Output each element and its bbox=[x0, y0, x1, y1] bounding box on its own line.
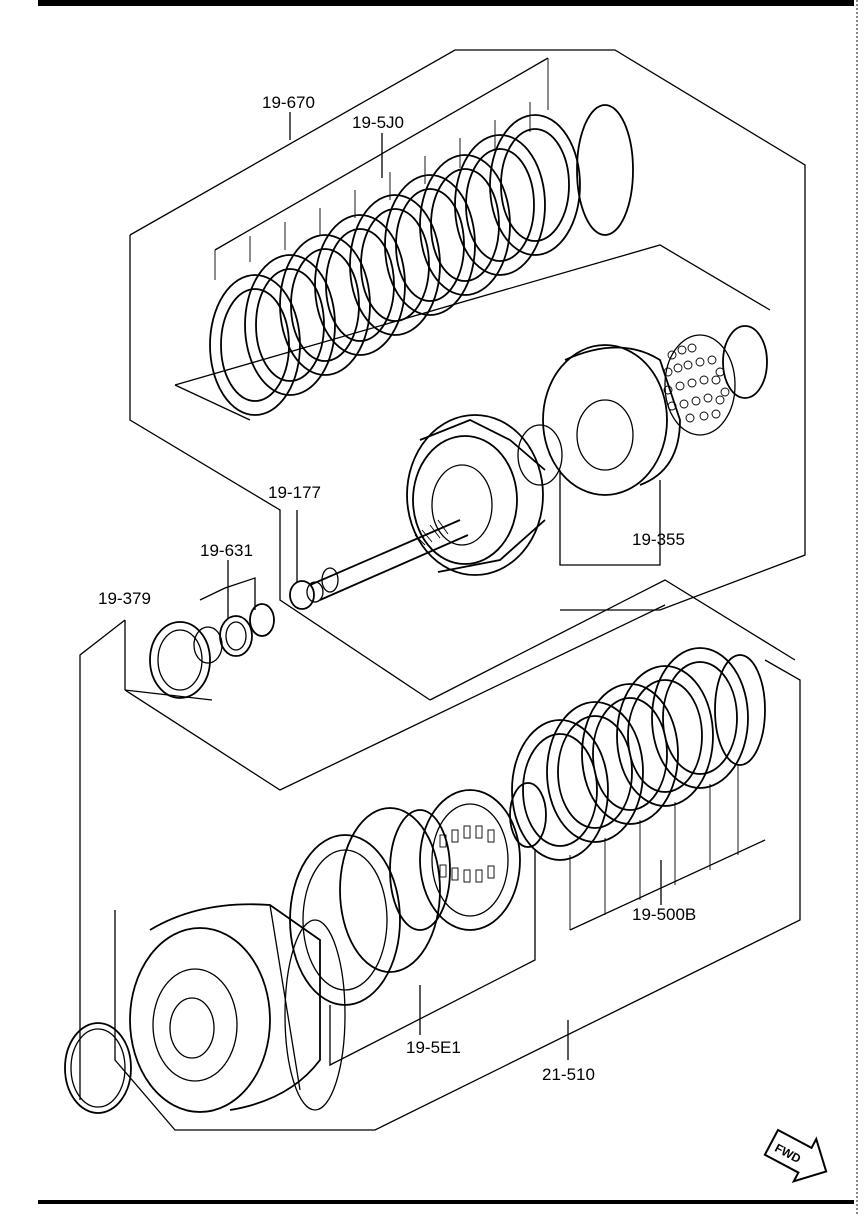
bottom-border bbox=[38, 1200, 854, 1204]
group-outline-19-670 bbox=[129, 49, 806, 611]
label-19-355: 19-355 bbox=[632, 530, 685, 549]
fwd-arrow-icon: FWD bbox=[763, 1128, 828, 1184]
bracket-19-631 bbox=[199, 577, 256, 610]
piston-assembly bbox=[542, 325, 768, 496]
stack-base-line bbox=[569, 839, 766, 931]
small-parts bbox=[124, 510, 315, 701]
plate-19-379 bbox=[149, 621, 211, 699]
ring-19-177 bbox=[289, 580, 315, 610]
lower-clutch-group bbox=[64, 619, 801, 1131]
spring-retainer bbox=[419, 782, 547, 931]
label-19-670: 19-670 bbox=[262, 93, 315, 112]
clutch-drum-shaft bbox=[306, 414, 563, 603]
snap-ring bbox=[64, 1022, 132, 1114]
mid-outline bbox=[124, 604, 666, 791]
group-outline-inner bbox=[174, 244, 771, 386]
label-21-510: 21-510 bbox=[542, 1065, 595, 1084]
lower-disc-stack bbox=[511, 647, 766, 931]
piston-rings bbox=[289, 807, 451, 1006]
top-border bbox=[38, 0, 854, 6]
group-outline-left bbox=[129, 235, 431, 701]
group-outline-inner-b bbox=[174, 384, 251, 421]
lower-group-outline-top bbox=[429, 579, 796, 701]
bracket-19-355 bbox=[559, 470, 661, 566]
group-outline-21-510 bbox=[114, 659, 801, 1131]
bracket-19-5e1 bbox=[329, 850, 536, 1067]
label-19-177: 19-177 bbox=[268, 483, 321, 502]
label-19-5j0: 19-5J0 bbox=[352, 113, 404, 132]
label-19-500b: 19-500B bbox=[632, 905, 696, 924]
leader-19-379 bbox=[79, 619, 126, 1100]
upper-clutch-group bbox=[129, 49, 806, 701]
clutch-drum bbox=[129, 903, 346, 1113]
label-19-379: 19-379 bbox=[98, 589, 151, 608]
label-19-5e1: 19-5E1 bbox=[406, 1038, 461, 1057]
label-19-631: 19-631 bbox=[200, 541, 253, 560]
